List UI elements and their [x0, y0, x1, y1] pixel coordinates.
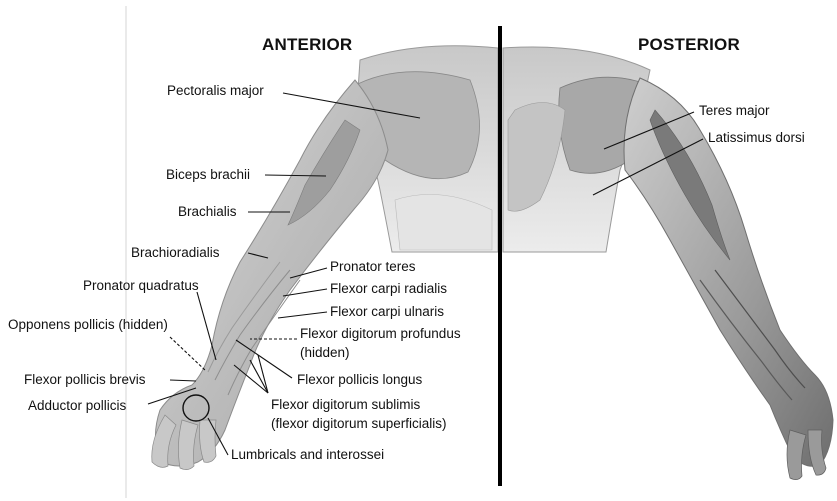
label-flexor-digitorum-profundus-hidden: (hidden)	[300, 345, 350, 361]
label-teres-major: Teres major	[699, 103, 770, 119]
label-brachialis: Brachialis	[178, 204, 237, 220]
label-pectoralis-major: Pectoralis major	[167, 83, 264, 99]
label-brachioradialis: Brachioradialis	[131, 245, 220, 261]
label-lumbricals-interossei: Lumbricals and interossei	[231, 447, 384, 463]
posterior-heading: POSTERIOR	[638, 35, 740, 55]
label-flexor-pollicis-longus: Flexor pollicis longus	[297, 372, 422, 388]
label-biceps-brachii: Biceps brachii	[166, 167, 250, 183]
label-latissimus-dorsi: Latissimus dorsi	[708, 130, 805, 146]
label-flexor-carpi-ulnaris: Flexor carpi ulnaris	[330, 304, 444, 320]
label-opponens-pollicis: Opponens pollicis (hidden)	[8, 317, 168, 333]
label-flexor-digitorum-superficialis: (flexor digitorum superficialis)	[271, 416, 447, 432]
label-flexor-pollicis-brevis: Flexor pollicis brevis	[24, 372, 146, 388]
label-flexor-digitorum-profundus: Flexor digitorum profundus	[300, 326, 461, 342]
label-adductor-pollicis: Adductor pollicis	[28, 398, 126, 414]
label-flexor-carpi-radialis: Flexor carpi radialis	[330, 281, 447, 297]
anterior-heading: ANTERIOR	[262, 35, 352, 55]
label-pronator-quadratus: Pronator quadratus	[83, 278, 199, 294]
label-flexor-digitorum-sublimis: Flexor digitorum sublimis	[271, 397, 420, 413]
label-pronator-teres: Pronator teres	[330, 259, 416, 275]
posterior-body	[503, 47, 833, 480]
